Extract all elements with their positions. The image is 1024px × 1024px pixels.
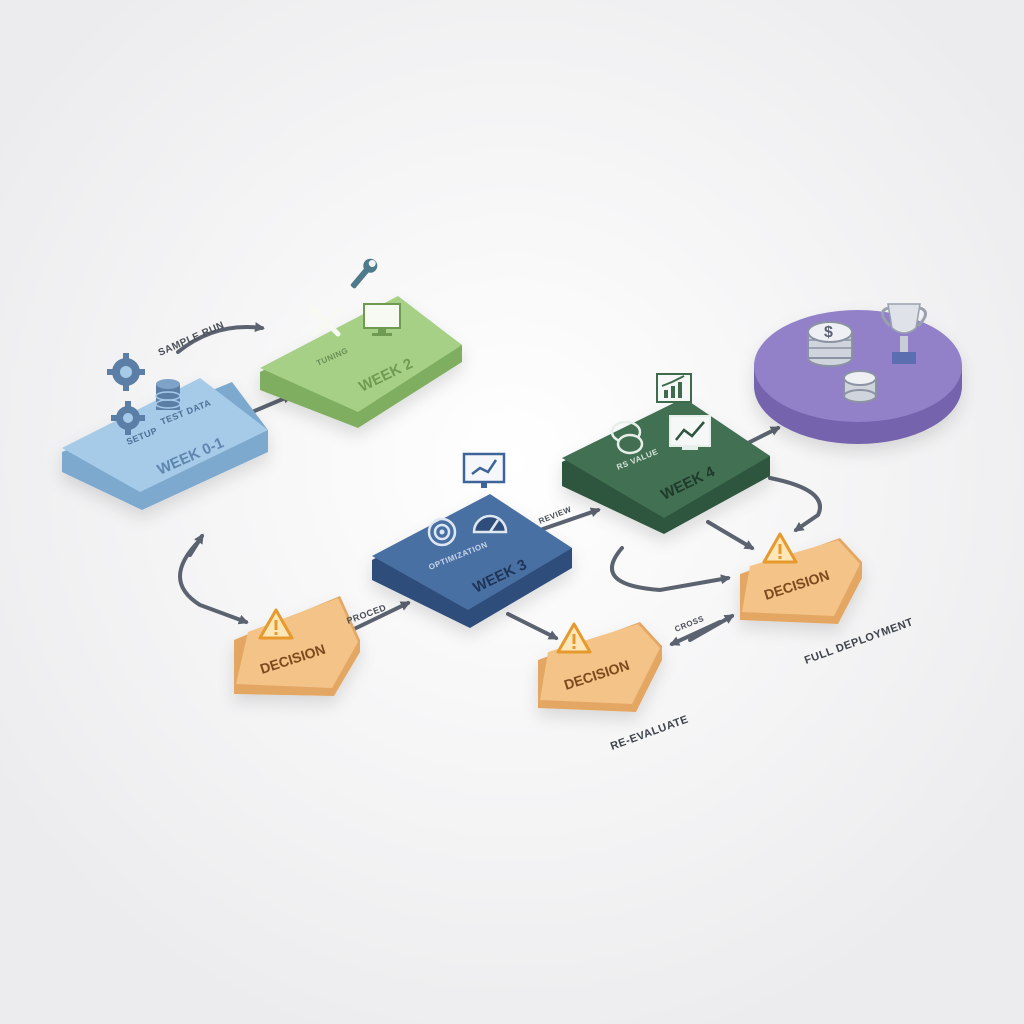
tools-icon bbox=[309, 305, 341, 337]
arrow-loop-decision3-back bbox=[610, 546, 731, 593]
arrow-decision2-decision3-left bbox=[669, 620, 722, 646]
dollar-coins-icon bbox=[843, 370, 877, 403]
gauge-icon bbox=[472, 514, 508, 534]
monitor-icon bbox=[363, 303, 401, 336]
arrow-loop-back-week01 bbox=[188, 533, 204, 557]
stage-week01[interactable] bbox=[62, 378, 268, 510]
target-icon bbox=[427, 517, 457, 547]
database-icon bbox=[155, 379, 181, 410]
trophy-icon bbox=[881, 303, 927, 364]
dollar-coins-icon: $ bbox=[807, 321, 853, 367]
tile-top bbox=[260, 296, 462, 412]
arrow-week4-to-decision3 bbox=[706, 520, 755, 550]
decision-node-1[interactable] bbox=[234, 596, 360, 696]
wrench-icon bbox=[350, 258, 378, 289]
arrow-loop-goal-decision3 bbox=[768, 476, 822, 532]
svg-text:$: $ bbox=[824, 324, 833, 341]
coins-icon bbox=[610, 420, 644, 455]
stage-week2[interactable] bbox=[260, 296, 462, 428]
chart-monitor-icon bbox=[669, 415, 711, 450]
warning-icon bbox=[556, 622, 592, 654]
gear-icon bbox=[111, 401, 145, 435]
warning-icon bbox=[762, 532, 798, 564]
tile-top bbox=[372, 494, 572, 610]
stage-week4[interactable] bbox=[562, 398, 770, 534]
tile-top bbox=[562, 398, 770, 518]
decision-node-3[interactable] bbox=[740, 538, 862, 624]
gear-icon bbox=[107, 353, 145, 391]
warning-icon bbox=[258, 608, 294, 640]
decision-node-2[interactable] bbox=[538, 622, 662, 712]
chart-monitor-icon bbox=[462, 452, 506, 488]
goal-platform-top bbox=[754, 310, 962, 422]
growth-chart-icon bbox=[656, 373, 692, 403]
tile-top bbox=[62, 378, 268, 492]
arrow-week3-to-week4 bbox=[538, 507, 601, 532]
arrow-sample-run bbox=[176, 322, 265, 354]
stage-week3[interactable] bbox=[372, 494, 572, 628]
arrow-week3-to-decision2 bbox=[506, 612, 559, 640]
arrow-decision1-to-week3 bbox=[350, 601, 411, 632]
